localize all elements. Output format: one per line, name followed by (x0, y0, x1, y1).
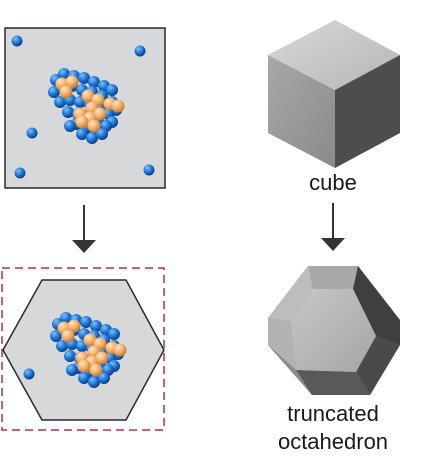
orange-atom (111, 99, 125, 113)
orange-atom (65, 75, 79, 89)
blue-atom (64, 350, 76, 362)
blue-atom (76, 128, 88, 140)
blue-atom (96, 128, 108, 140)
cube-label: cube (309, 170, 357, 195)
free-atoms-hexagon (23, 368, 35, 380)
cluster-icon (48, 68, 125, 144)
orange-atom (93, 107, 107, 121)
blue-atom (58, 68, 70, 80)
blue-atom (64, 120, 76, 132)
cluster-icon (50, 312, 127, 388)
truncated-octahedron-label-line1: truncated (287, 401, 379, 426)
orange-atom (67, 319, 81, 333)
orange-atom (61, 329, 75, 343)
blue-atom (78, 372, 90, 384)
orange-atom (75, 115, 89, 129)
orange-atom (83, 333, 97, 347)
blue-atom (56, 340, 68, 352)
orange-atom (113, 343, 127, 357)
blue-atom (54, 96, 66, 108)
blue-atom (88, 376, 100, 388)
blue-atom (98, 372, 110, 384)
orange-atom (95, 351, 109, 365)
hexagon-panel (1, 267, 165, 431)
blue-atom (86, 132, 98, 144)
blue-atom (66, 364, 78, 376)
blue-atom (88, 76, 100, 88)
arrow-down-icon (72, 205, 96, 253)
blue-atom (60, 312, 72, 324)
blue-atom (108, 328, 120, 340)
blue-atom (78, 72, 90, 84)
free-atoms-square (11, 35, 155, 179)
blue-atom (106, 84, 118, 96)
blue-atom (62, 106, 74, 118)
arrow-down-icon (321, 203, 345, 251)
square-panel (4, 27, 166, 189)
orange-atom (59, 85, 73, 99)
blue-atom (80, 316, 92, 328)
truncated-octahedron-icon (268, 266, 400, 395)
orange-atom (77, 359, 91, 373)
orange-atom (81, 89, 95, 103)
orange-atom (87, 119, 101, 133)
cube-icon (268, 20, 400, 168)
orange-atom (89, 363, 103, 377)
truncated-octahedron-label-line2: octahedron (277, 429, 389, 454)
blue-atom (90, 320, 102, 332)
